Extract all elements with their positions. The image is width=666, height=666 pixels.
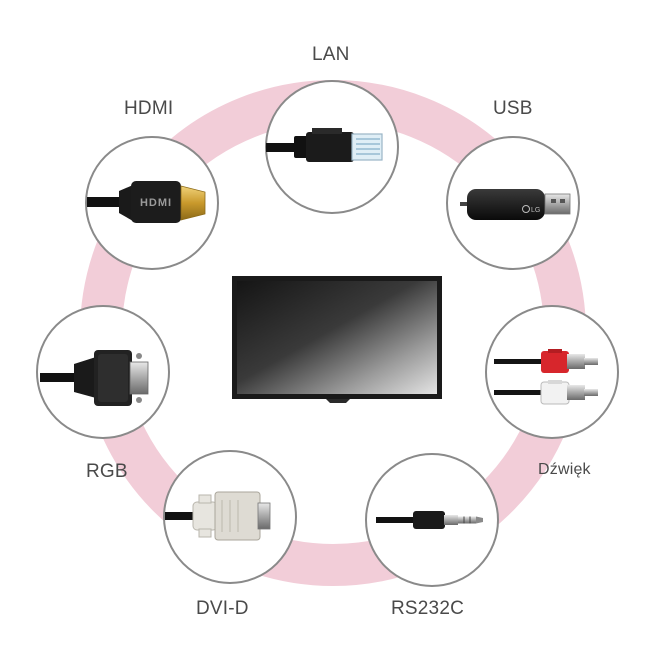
label-rgb: RGB (86, 461, 128, 482)
label-hdmi: HDMI (124, 98, 174, 119)
label-audio: Dźwięk (538, 461, 591, 478)
vga-plug-icon (40, 350, 149, 406)
connector-usb: LG (446, 136, 580, 270)
usb-logo-text: LG (531, 207, 540, 214)
label-rs232c: RS232C (391, 598, 465, 619)
rj45-plug-icon (266, 128, 383, 162)
display-monitor-icon (232, 276, 442, 403)
label-usb: USB (493, 98, 533, 119)
connector-hdmi: HDMI (85, 136, 219, 270)
connector-audio (485, 305, 619, 439)
connector-dvid (163, 450, 297, 584)
label-dvid: DVI-D (196, 598, 249, 619)
connector-lan (265, 80, 399, 214)
hdmi-plug-text: HDMI (140, 197, 172, 209)
connector-rgb (36, 305, 170, 439)
hdmi-plug-icon: HDMI (87, 181, 206, 223)
rca-audio-plug-icon (494, 349, 598, 405)
dvi-plug-icon (165, 491, 271, 541)
audio-jack-plug-icon (376, 511, 483, 529)
label-lan: LAN (312, 44, 350, 65)
connector-rs232c (365, 453, 499, 587)
usb-dongle-icon: LG (460, 189, 571, 220)
